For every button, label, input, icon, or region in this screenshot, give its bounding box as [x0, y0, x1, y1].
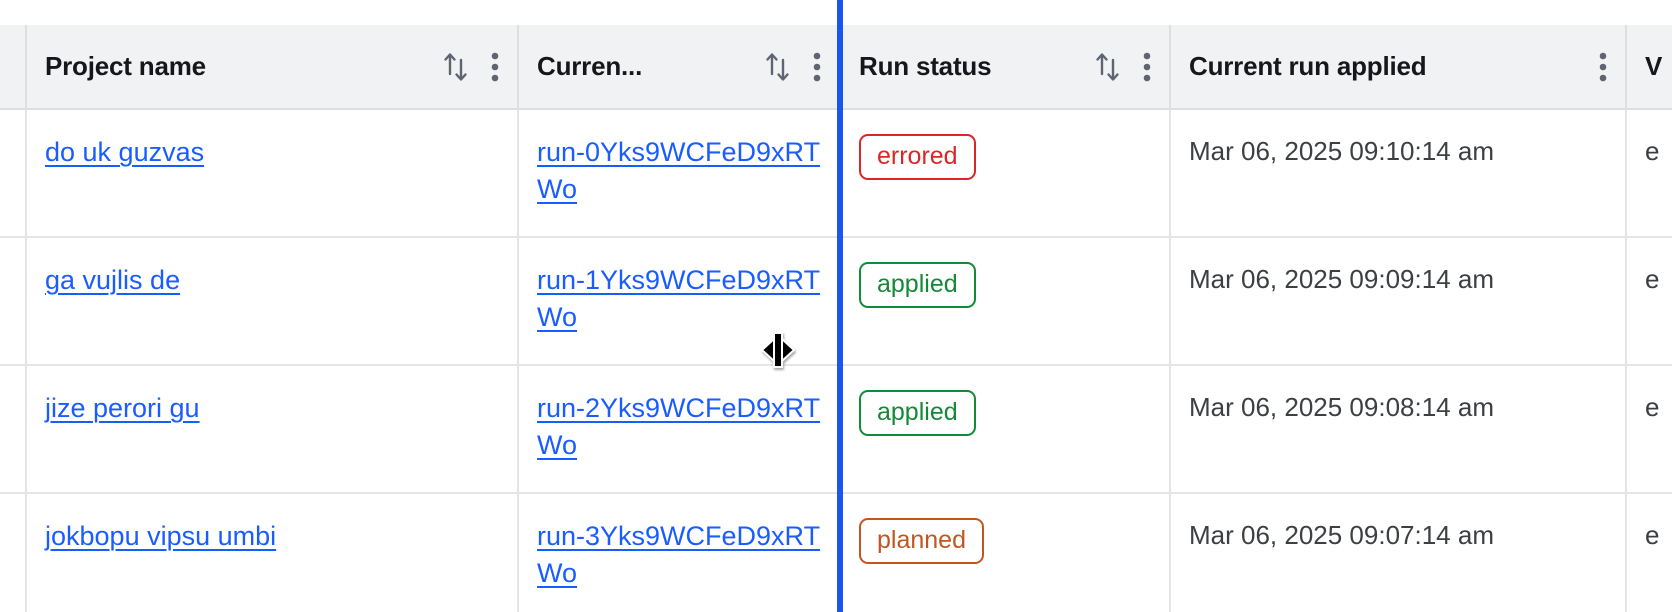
cell-run: run-0Yks9WCFeD9xRTWo: [518, 109, 841, 238]
cell-vcs: e: [1626, 365, 1672, 494]
current-run-applied-text: Mar 06, 2025 09:07:14 am: [1189, 520, 1494, 550]
column-header-select[interactable]: [0, 25, 27, 110]
column-header-tools: [1599, 51, 1607, 83]
column-header-tools: [1095, 50, 1151, 84]
column-header-tools: [443, 50, 499, 84]
kebab-menu-icon[interactable]: [1599, 51, 1607, 83]
cell-select: [0, 109, 27, 238]
status-badge: applied: [859, 390, 976, 436]
cell-vcs: e: [1626, 109, 1672, 238]
table-header-row: Project name Curren... Run status Current r…: [0, 25, 1672, 110]
cell-select: [0, 237, 27, 366]
current-run-applied-text: Mar 06, 2025 09:09:14 am: [1189, 264, 1494, 294]
status-badge: errored: [859, 134, 976, 180]
current-run-link[interactable]: run-0Yks9WCFeD9xRTWo: [537, 137, 821, 204]
kebab-menu-icon[interactable]: [1143, 51, 1151, 83]
cell-project: jize perori gu: [26, 365, 519, 494]
cell-select: [0, 493, 27, 612]
project-name-link[interactable]: ga vujlis de: [45, 265, 181, 295]
column-header-applied[interactable]: Current run applied: [1170, 25, 1627, 110]
column-header-label: Curren...: [537, 51, 643, 81]
column-header-run[interactable]: Curren...: [518, 25, 841, 110]
status-badge: planned: [859, 518, 984, 564]
projects-table: Project name Curren... Run status Current r…: [0, 25, 1672, 612]
cell-project: do uk guzvas: [26, 109, 519, 238]
kebab-menu-icon[interactable]: [813, 51, 821, 83]
current-run-applied-text: Mar 06, 2025 09:08:14 am: [1189, 392, 1494, 422]
cell-run: run-1Yks9WCFeD9xRTWo: [518, 237, 841, 366]
cell-select: [0, 365, 27, 494]
current-run-link[interactable]: run-3Yks9WCFeD9xRTWo: [537, 521, 821, 588]
column-header-label: Current run applied: [1189, 51, 1427, 81]
column-header-label: Project name: [45, 51, 206, 81]
status-badge: applied: [859, 262, 976, 308]
column-header-status[interactable]: Run status: [840, 25, 1171, 110]
current-run-link[interactable]: run-1Yks9WCFeD9xRTWo: [537, 265, 821, 332]
table-row[interactable]: ga vujlis de run-1Yks9WCFeD9xRTWo applied M…: [0, 237, 1672, 366]
cell-status: errored: [840, 109, 1171, 238]
kebab-menu-icon[interactable]: [491, 51, 499, 83]
column-header-vcs[interactable]: V: [1626, 25, 1672, 110]
cell-status: applied: [840, 365, 1171, 494]
cell-applied: Mar 06, 2025 09:10:14 am: [1170, 109, 1627, 238]
sort-arrows-icon[interactable]: [1095, 50, 1121, 84]
column-header-label: V: [1645, 51, 1663, 81]
table-row[interactable]: jokbopu vipsu umbi run-3Yks9WCFeD9xRTWo pl…: [0, 493, 1672, 612]
project-name-link[interactable]: jize perori gu: [45, 393, 200, 423]
cell-project: ga vujlis de: [26, 237, 519, 366]
cell-vcs: e: [1626, 237, 1672, 366]
vcs-text: e: [1645, 520, 1660, 550]
table-row[interactable]: jize perori gu run-2Yks9WCFeD9xRTWo applie…: [0, 365, 1672, 494]
project-name-link[interactable]: jokbopu vipsu umbi: [45, 521, 277, 551]
cell-project: jokbopu vipsu umbi: [26, 493, 519, 612]
cell-status: planned: [840, 493, 1171, 612]
current-run-applied-text: Mar 06, 2025 09:10:14 am: [1189, 136, 1494, 166]
table-scroll-viewport[interactable]: Project name Curren... Run status Current r…: [0, 25, 1672, 612]
cell-run: run-3Yks9WCFeD9xRTWo: [518, 493, 841, 612]
column-header-project[interactable]: Project name: [26, 25, 519, 110]
sort-arrows-icon[interactable]: [765, 50, 791, 84]
column-header-tools: [765, 50, 821, 84]
column-header-label: Run status: [859, 51, 992, 81]
project-name-link[interactable]: do uk guzvas: [45, 137, 205, 167]
table-row[interactable]: do uk guzvas run-0Yks9WCFeD9xRTWo errored M…: [0, 109, 1672, 238]
cell-applied: Mar 06, 2025 09:08:14 am: [1170, 365, 1627, 494]
cell-run: run-2Yks9WCFeD9xRTWo: [518, 365, 841, 494]
cell-vcs: e: [1626, 493, 1672, 612]
vcs-text: e: [1645, 392, 1660, 422]
cell-status: applied: [840, 237, 1171, 366]
cell-applied: Mar 06, 2025 09:07:14 am: [1170, 493, 1627, 612]
vcs-text: e: [1645, 136, 1660, 166]
table-header: Project name Curren... Run status Current r…: [0, 25, 1672, 110]
sort-arrows-icon[interactable]: [443, 50, 469, 84]
vcs-text: e: [1645, 264, 1660, 294]
cell-applied: Mar 06, 2025 09:09:14 am: [1170, 237, 1627, 366]
current-run-link[interactable]: run-2Yks9WCFeD9xRTWo: [537, 393, 821, 460]
